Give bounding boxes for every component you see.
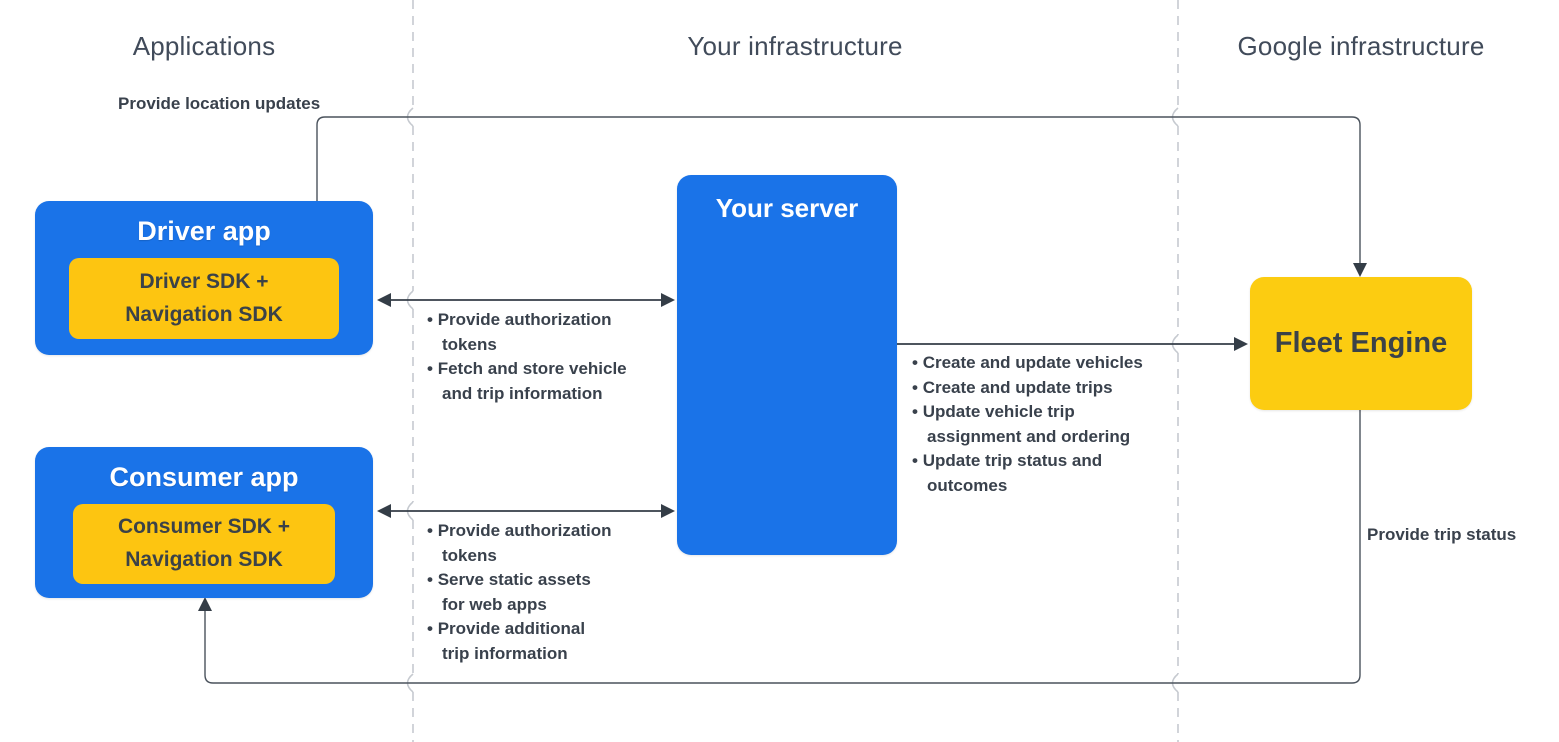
bullet-item: Update trip status and outcomes — [912, 449, 1154, 498]
bullets-driver-server: Provide authorization tokens Fetch and s… — [427, 308, 633, 406]
edge-server-fleet-arrowhead — [1234, 337, 1248, 351]
driver-app-title: Driver app — [137, 216, 271, 246]
edge-consumer-server-arrowhead-left — [377, 504, 391, 518]
bullets-server-fleet: Create and update vehicles Create and up… — [912, 351, 1154, 498]
edge-trip-status-arrowhead — [198, 597, 212, 611]
column-header-google-infrastructure: Google infrastructure — [1237, 31, 1485, 61]
edge-driver-server-arrowhead-left — [377, 293, 391, 307]
bullet-item: Fetch and store vehicle and trip informa… — [427, 357, 633, 406]
edge-label-location-updates: Provide location updates — [118, 94, 321, 113]
edge-driver-server-arrowhead-right — [661, 293, 675, 307]
node-fleet-engine: Fleet Engine — [1250, 277, 1472, 410]
column-divider-right-hops — [1171, 107, 1179, 693]
edge-consumer-server-arrowhead-right — [661, 504, 675, 518]
edge-location-updates-arrowhead — [1353, 263, 1367, 277]
node-consumer-app: Consumer app Consumer SDK + Navigation S… — [35, 447, 373, 598]
bullet-item: Update vehicle trip assignment and order… — [912, 400, 1154, 449]
column-divider-left-hops — [406, 107, 414, 693]
bullet-item: Create and update vehicles — [912, 351, 1154, 376]
bullet-item: Provide authorization tokens — [427, 308, 633, 357]
bullets-consumer-server: Provide authorization tokens Serve stati… — [427, 519, 613, 666]
node-your-server: Your server — [677, 175, 897, 555]
driver-sdk-label: Driver SDK + Navigation SDK — [125, 269, 283, 326]
fleet-engine-title: Fleet Engine — [1274, 327, 1448, 359]
bullet-item: Create and update trips — [912, 376, 1154, 401]
edge-label-trip-status: Provide trip status — [1367, 525, 1517, 544]
bullet-item: Serve static assets for web apps — [427, 568, 613, 617]
column-header-your-infrastructure: Your infrastructure — [687, 31, 903, 61]
bullet-item: Provide authorization tokens — [427, 519, 613, 568]
consumer-app-title: Consumer app — [109, 462, 299, 492]
bullet-item: Provide additional trip information — [427, 617, 613, 666]
node-driver-sdk: Driver SDK + Navigation SDK — [69, 258, 339, 339]
column-header-applications: Applications — [132, 31, 276, 61]
your-server-title: Your server — [715, 193, 859, 223]
node-driver-app: Driver app Driver SDK + Navigation SDK — [35, 201, 373, 355]
node-consumer-sdk: Consumer SDK + Navigation SDK — [73, 504, 335, 584]
consumer-sdk-label: Consumer SDK + Navigation SDK — [117, 515, 291, 571]
